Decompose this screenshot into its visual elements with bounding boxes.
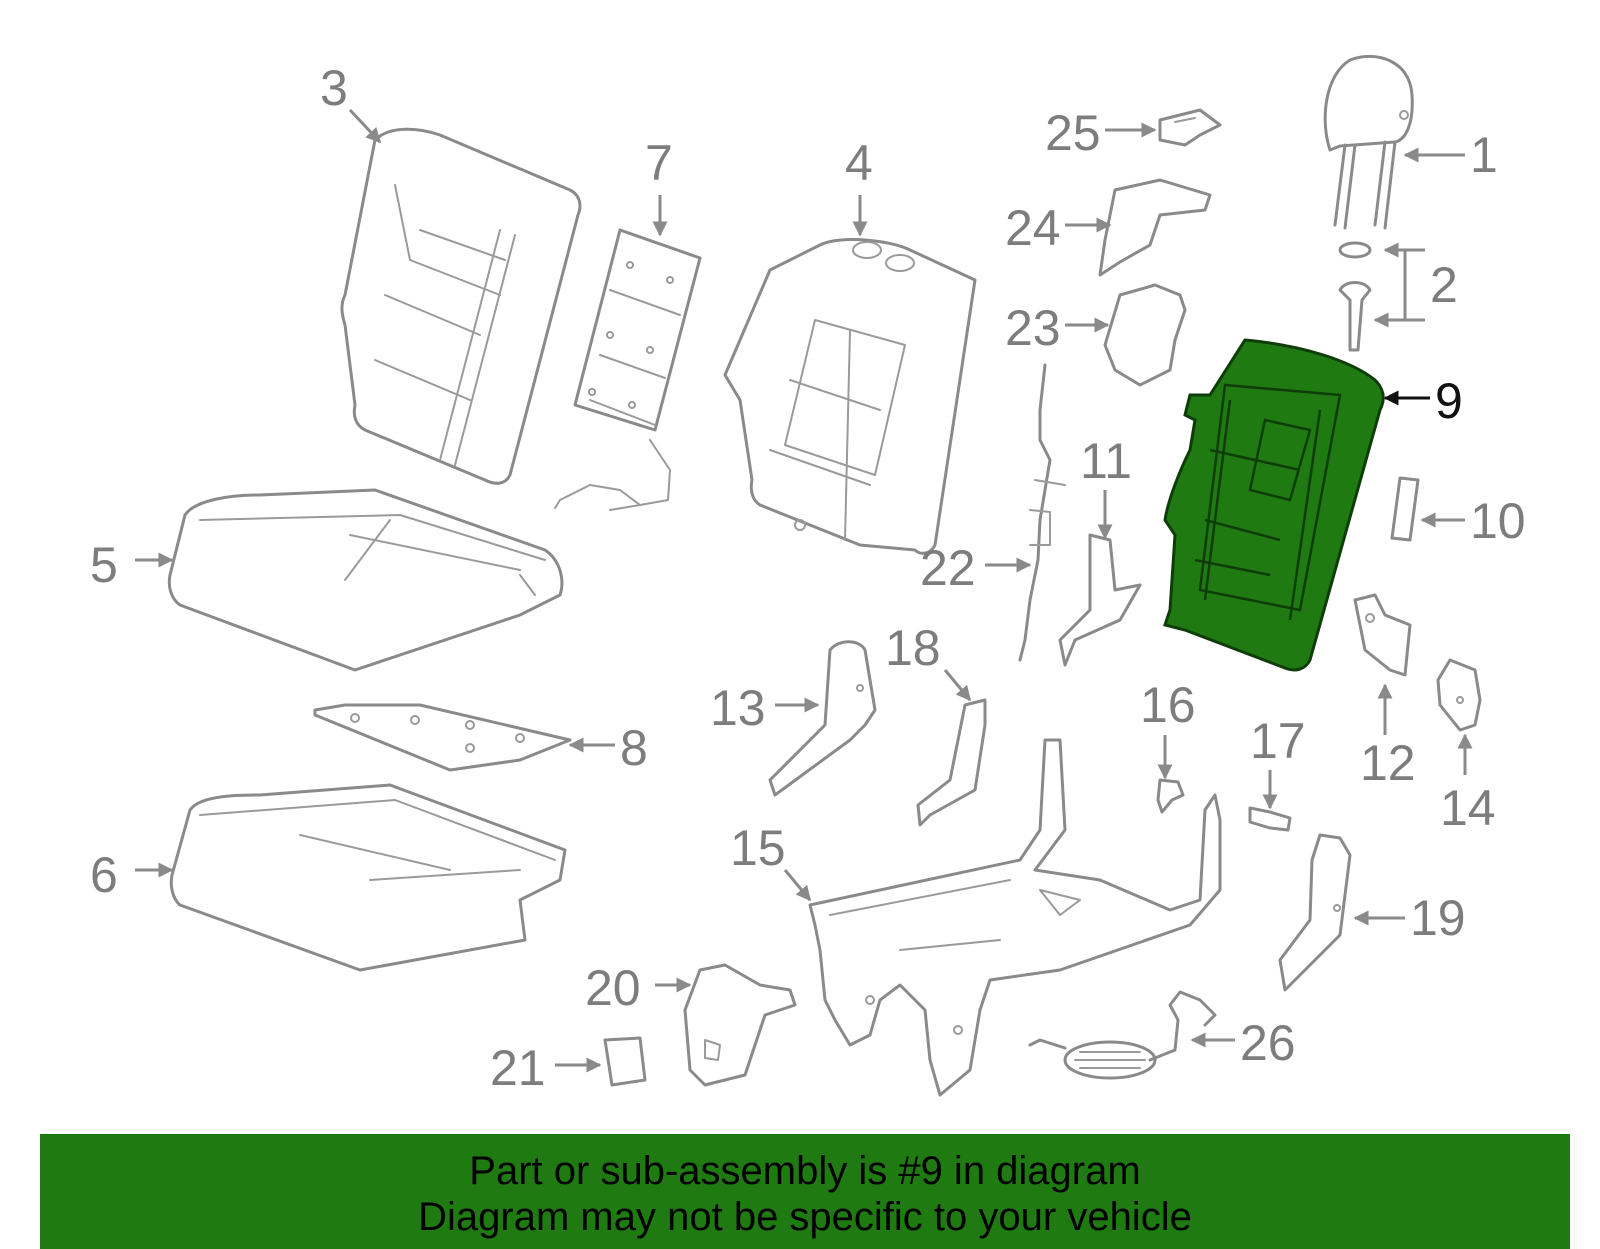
callout-11: 11	[1080, 433, 1132, 489]
callout-13: 13	[710, 680, 766, 736]
callout-26: 26	[1240, 1015, 1296, 1071]
callout-5: 5	[90, 537, 118, 593]
banner-line-disclaimer: Diagram may not be specific to your vehi…	[418, 1195, 1192, 1239]
callout-17: 17	[1250, 713, 1306, 769]
callout-20: 20	[585, 960, 641, 1016]
part-1-headrest	[1323, 54, 1414, 230]
part-11-side-trim	[1058, 533, 1142, 667]
part-6-cushion-pad	[169, 783, 567, 972]
part-25-release-button	[1158, 108, 1222, 147]
part-15-seat-frame	[808, 738, 1222, 1097]
part-16-clip	[1156, 778, 1185, 814]
part-10-label	[1390, 476, 1420, 542]
callout-12: 12	[1360, 735, 1416, 791]
part-12-bracket	[1353, 593, 1412, 677]
part-9-seatback-frame-highlighted	[1163, 338, 1385, 672]
callout-21: 21	[490, 1040, 546, 1096]
part-8-cushion-heater	[313, 703, 572, 772]
callout-22: 22	[920, 540, 976, 596]
part-23-cover	[1103, 283, 1187, 387]
part-24-bezel	[1098, 178, 1212, 277]
callout-9-highlighted: 9	[1435, 373, 1463, 429]
part-2-headrest-guide	[1338, 241, 1372, 352]
part-20-bracket	[683, 963, 797, 1087]
callout-19: 19	[1410, 890, 1466, 946]
part-14-cover	[1436, 658, 1482, 732]
callout-1: 1	[1470, 127, 1498, 183]
part-18-inner-trim	[916, 698, 987, 827]
callout-16: 16	[1140, 677, 1196, 733]
callout-15: 15	[730, 820, 786, 876]
banner-line-part-info: Part or sub-assembly is #9 in diagram	[469, 1149, 1141, 1193]
callout-10: 10	[1470, 493, 1526, 549]
part-5-cushion-cover	[167, 488, 564, 672]
callout-8: 8	[620, 720, 648, 776]
callout-4: 4	[845, 135, 873, 191]
part-22-release-cable	[1018, 363, 1066, 662]
part-3-seatback-cover	[340, 127, 582, 485]
part-7-seatback-heater	[554, 228, 702, 511]
callout-14: 14	[1440, 780, 1496, 836]
callout-3: 3	[320, 60, 348, 116]
callout-23: 23	[1005, 300, 1061, 356]
part-21-cap	[603, 1036, 647, 1087]
callout-24: 24	[1005, 200, 1061, 256]
callout-6: 6	[90, 847, 118, 903]
part-4-seatback-panel	[723, 238, 977, 555]
callout-7: 7	[645, 135, 673, 191]
callout-2: 2	[1430, 257, 1458, 313]
part-17-bolt	[1248, 806, 1292, 832]
part-26-wiring-harness	[1028, 990, 1217, 1080]
part-19-outer-trim	[1278, 833, 1352, 992]
info-banner: Part or sub-assembly is #9 in diagram Di…	[40, 1134, 1570, 1249]
callout-25: 25	[1045, 105, 1101, 161]
callout-18: 18	[885, 620, 941, 676]
part-13-trim-panel	[768, 640, 877, 797]
